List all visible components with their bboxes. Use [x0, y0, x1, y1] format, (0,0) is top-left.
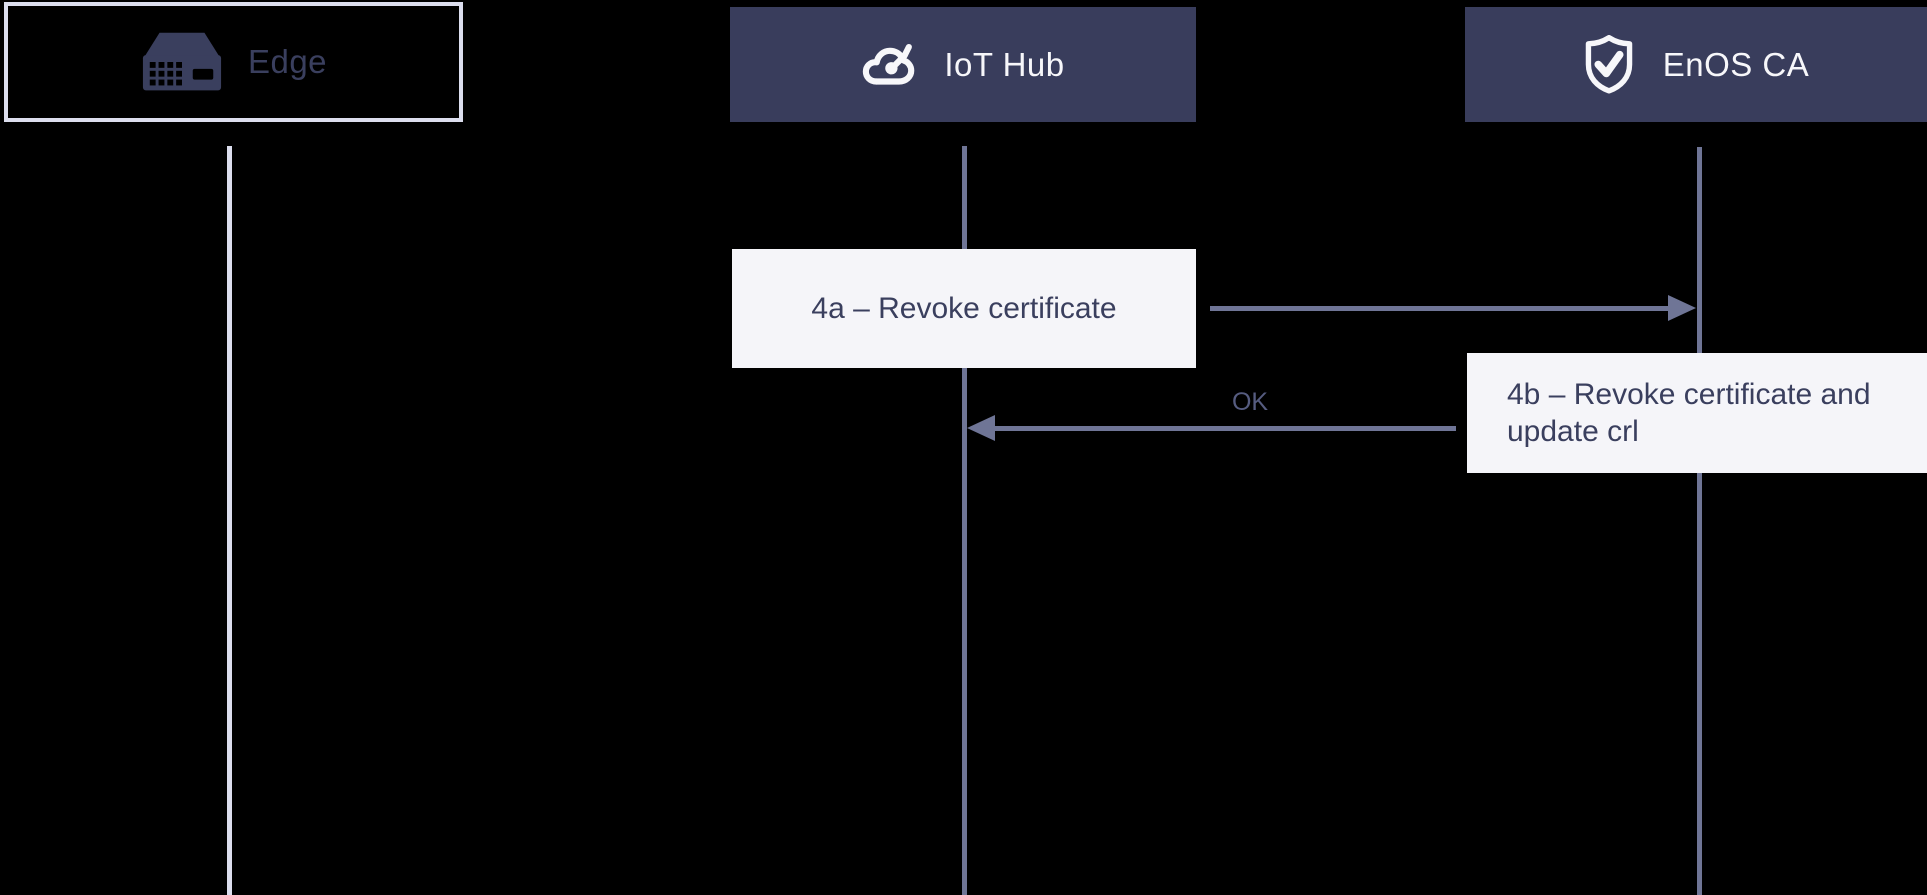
shield-check-icon	[1583, 35, 1635, 94]
actor-iot-hub: IoT Hub	[730, 7, 1196, 122]
arrow-right-icon	[1668, 295, 1696, 321]
cloud-iot-icon	[861, 39, 918, 90]
message-4b-box: 4b – Revoke certificate and update crl	[1467, 353, 1927, 473]
lifeline-edge	[227, 146, 232, 895]
actor-label-iot-hub: IoT Hub	[944, 45, 1065, 83]
lifeline-iot-hub	[962, 146, 967, 895]
actor-edge: Edge	[4, 2, 463, 122]
actor-label-edge: Edge	[247, 43, 328, 80]
message-4b-text-line2: update crl	[1507, 415, 1639, 448]
reply-ok-label: OK	[1231, 388, 1269, 416]
edge-device-icon	[140, 31, 224, 93]
arrow-4a-line	[1210, 306, 1670, 311]
arrow-ok-line	[993, 426, 1456, 431]
lifeline-enos-ca	[1697, 147, 1702, 895]
arrow-left-icon	[967, 415, 995, 441]
message-4b-text-line1: 4b – Revoke certificate and	[1507, 378, 1871, 411]
message-4a-box: 4a – Revoke certificate	[732, 249, 1196, 368]
message-4a-text: 4a – Revoke certificate	[811, 291, 1117, 325]
actor-label-enos-ca: EnOS CA	[1662, 45, 1810, 83]
actor-enos-ca: EnOS CA	[1465, 7, 1927, 122]
